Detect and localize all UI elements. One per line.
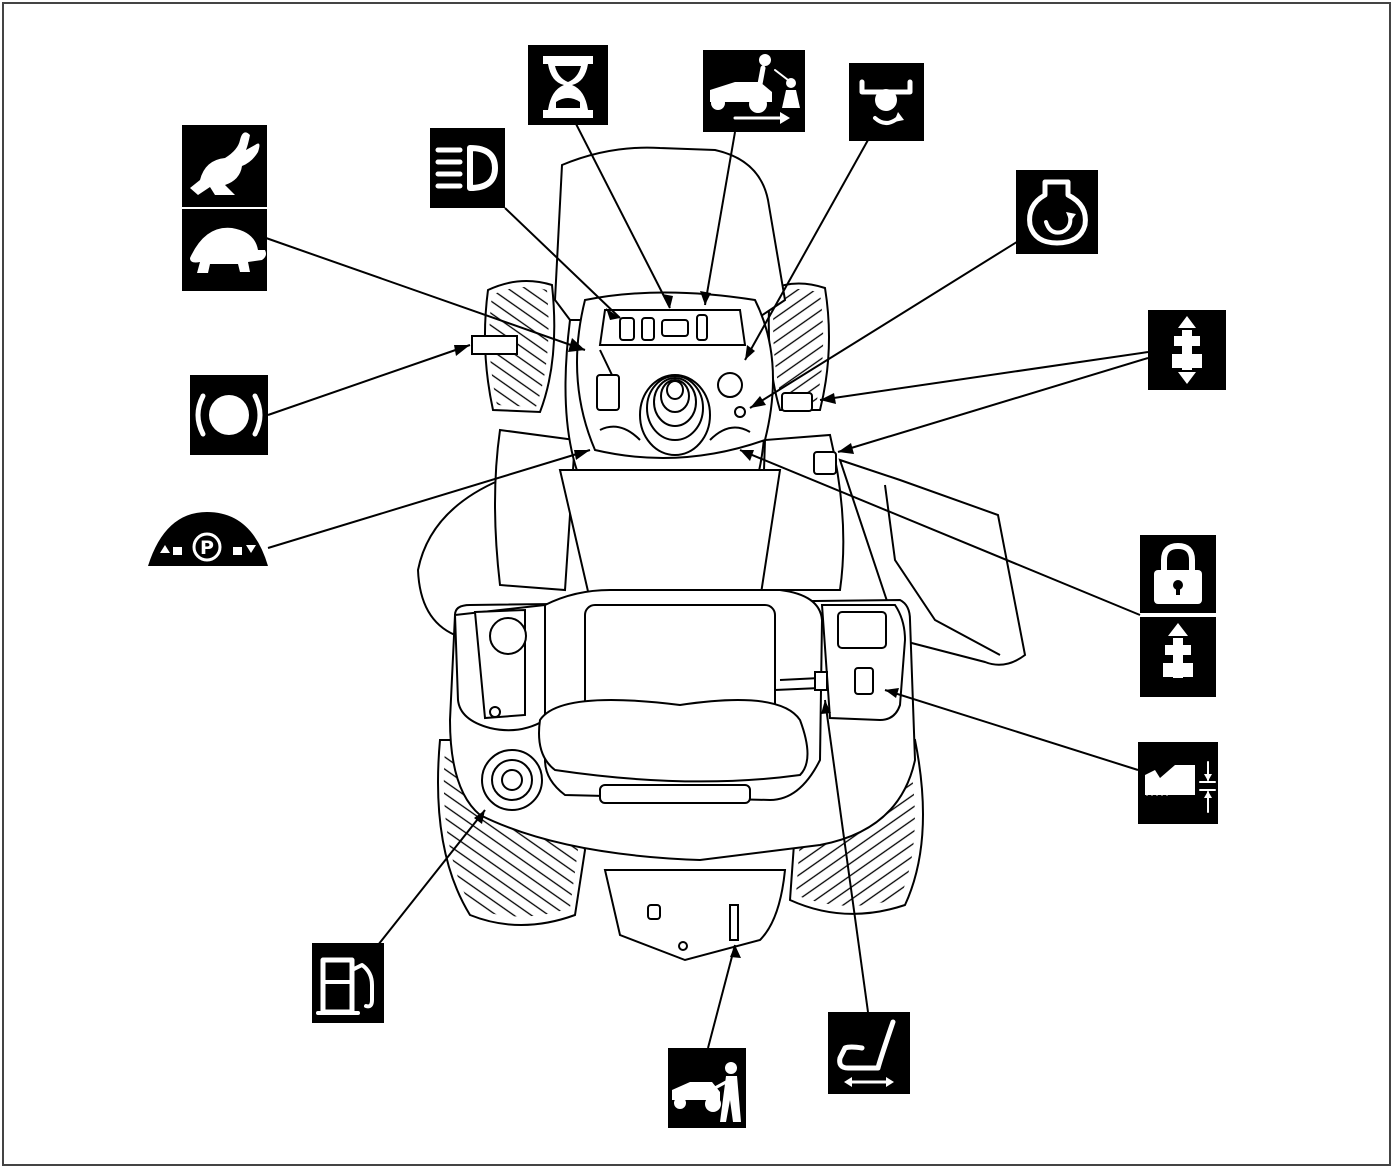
headlight-icon xyxy=(430,128,505,208)
fuel-pump-icon xyxy=(312,943,384,1023)
cutting-height-icon xyxy=(1138,742,1218,824)
push-mower-icon xyxy=(668,1048,746,1128)
reverse-operation-icon xyxy=(703,50,805,132)
mower-illustration xyxy=(418,148,1025,960)
rabbit-icon xyxy=(182,125,267,207)
brake-icon xyxy=(190,375,268,455)
reverse-pedal xyxy=(814,452,836,474)
padlock-icon xyxy=(1140,535,1216,613)
hourglass-icon xyxy=(528,45,608,125)
hood-lower xyxy=(495,430,575,590)
turtle-icon xyxy=(182,209,267,291)
blade-rotation-icon xyxy=(849,63,924,141)
parking-brake-label: P xyxy=(200,537,214,559)
seat-adjust-icon xyxy=(828,1012,910,1094)
drive-forward-reverse-icon xyxy=(1148,310,1226,390)
tow-lever xyxy=(730,905,738,940)
forward-pedal xyxy=(782,393,812,411)
parking-brake-icon: P xyxy=(148,512,268,566)
brake-pedal xyxy=(472,336,517,354)
engine-start-icon xyxy=(1016,170,1098,254)
dashboard xyxy=(577,293,773,459)
drive-forward-icon xyxy=(1140,617,1216,697)
